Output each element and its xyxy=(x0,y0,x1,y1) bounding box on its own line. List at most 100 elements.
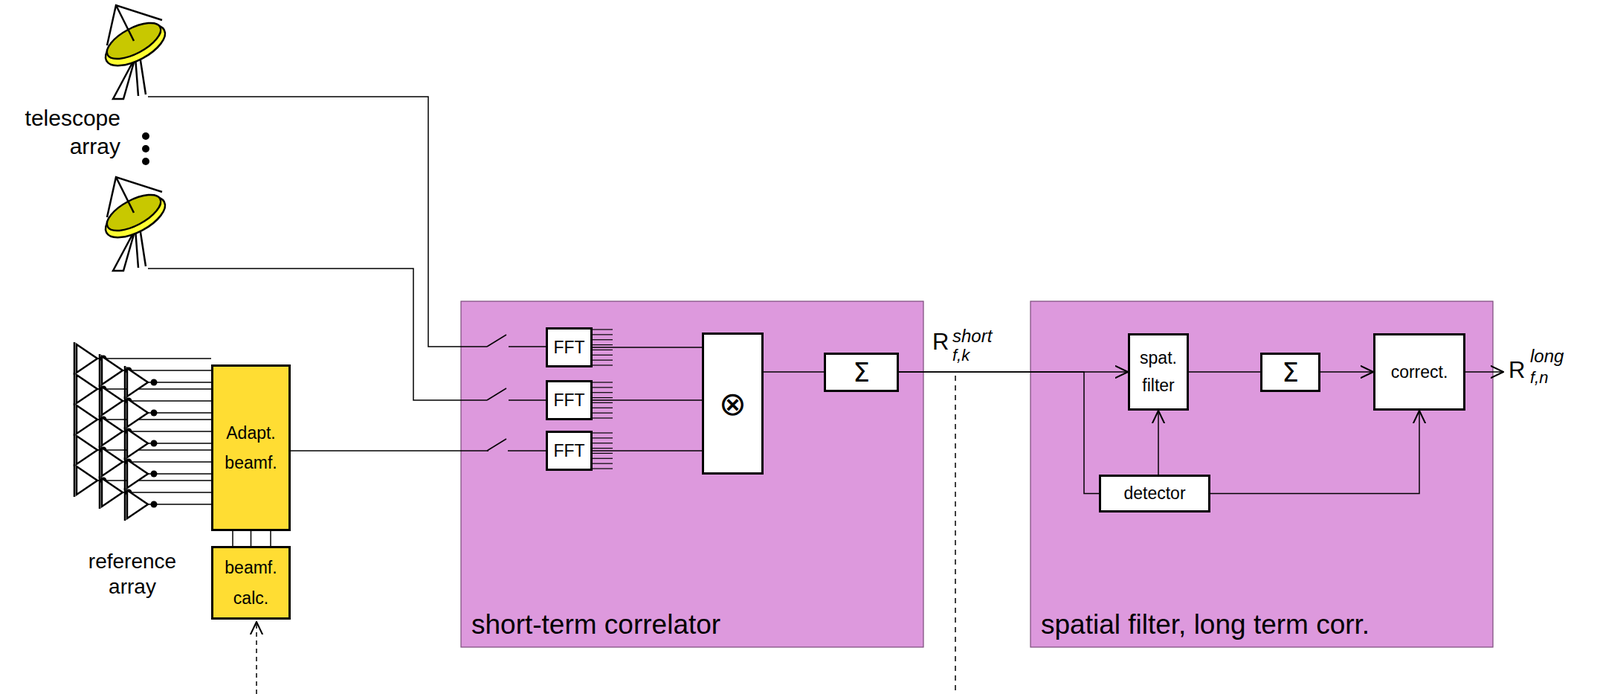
node-text: FFT xyxy=(553,390,585,411)
node-text: spatial filter, long term corr. xyxy=(1040,608,1370,641)
signal-line xyxy=(1210,410,1420,494)
antenna-wire xyxy=(97,449,212,450)
signal-name: R xyxy=(1508,356,1525,383)
antenna-element xyxy=(74,342,98,375)
fft-bin-line xyxy=(592,437,613,438)
fft-bin-line xyxy=(592,354,613,356)
switch-blade xyxy=(486,334,507,347)
fft-bin-line xyxy=(592,349,613,351)
signal-name: R xyxy=(932,328,949,355)
fft-bin-line xyxy=(592,467,613,469)
antenna-wire xyxy=(122,400,212,401)
fft-bin-line xyxy=(592,442,613,444)
array-label: reference array xyxy=(88,549,177,598)
fft-bin-line xyxy=(592,417,613,418)
fft-bin-line xyxy=(592,328,613,330)
antenna-element xyxy=(99,414,123,448)
label-holder: R xyxy=(1508,357,1525,383)
telescope-dish xyxy=(99,176,172,271)
signal-name: f,n xyxy=(1530,368,1548,387)
antenna-element xyxy=(124,457,148,490)
signal-line xyxy=(592,449,702,452)
telescope-wire xyxy=(147,96,487,347)
signal-name: f,k xyxy=(952,345,970,365)
ellipsis-dot xyxy=(142,144,150,153)
label-holder: long xyxy=(1530,346,1564,366)
antenna-node xyxy=(150,440,158,447)
antenna-node xyxy=(150,470,158,478)
signal-line xyxy=(592,346,702,348)
antenna-wire xyxy=(97,418,212,420)
fft-bin-line xyxy=(592,339,613,340)
fft-bin-line xyxy=(592,397,613,398)
signal-name: short xyxy=(952,325,992,346)
multiplier-box: ⊗ xyxy=(701,332,764,475)
antenna-node xyxy=(150,409,158,417)
signal-name: long xyxy=(1530,345,1564,366)
telescope-wire xyxy=(508,345,546,348)
switch-gap xyxy=(488,444,508,457)
node-text: FFT xyxy=(553,440,585,461)
fft-bin-line xyxy=(592,447,613,449)
telescope-wire xyxy=(147,268,487,400)
panel-fill xyxy=(1030,301,1493,647)
antenna-wire xyxy=(147,411,212,413)
beamformer-calc-box: beamf. calc. xyxy=(211,545,291,620)
sum-box: Σ xyxy=(823,352,899,392)
antenna-element xyxy=(99,475,123,509)
antenna-node xyxy=(150,501,158,508)
antenna-element xyxy=(124,426,148,460)
fft-block: FFT xyxy=(545,430,593,471)
node-text: spat. filter xyxy=(1139,344,1177,400)
ellipsis-dot xyxy=(142,132,150,140)
node-text: FFT xyxy=(553,337,585,358)
antenna-wire xyxy=(147,442,212,444)
signal-line xyxy=(898,371,1099,494)
fft-block: FFT xyxy=(545,327,593,368)
fft-bin-line xyxy=(592,402,613,403)
node-text: beamf. calc. xyxy=(224,552,277,613)
fft-bin-line xyxy=(592,344,613,345)
control-wire xyxy=(231,530,234,546)
antenna-element xyxy=(99,353,123,387)
antenna-wire xyxy=(147,503,212,505)
label-holder: short xyxy=(952,326,992,346)
signal-line xyxy=(250,530,253,546)
signal-line xyxy=(1157,410,1160,475)
control-input xyxy=(255,621,258,694)
feed-support xyxy=(107,5,163,46)
antenna-element xyxy=(124,365,148,399)
antenna-node xyxy=(150,379,158,386)
label-holder: f,n xyxy=(1530,368,1548,387)
node-text: correct. xyxy=(1391,362,1449,383)
antenna-wire xyxy=(122,491,212,493)
sum-box: Σ xyxy=(1260,352,1321,392)
antenna-element xyxy=(99,384,123,418)
antenna-wire xyxy=(122,369,212,371)
antenna-element xyxy=(74,372,98,406)
fft-bin-line xyxy=(592,457,613,459)
node-text: Σ xyxy=(1281,356,1299,388)
antenna-wire xyxy=(97,357,212,359)
node-text: detector xyxy=(1123,483,1186,504)
fft-bin-line xyxy=(592,364,613,366)
label-holder: f,k xyxy=(952,346,970,365)
antenna-element xyxy=(74,402,98,436)
node-text: Adapt. beamf. xyxy=(224,417,277,479)
fft-bin-line xyxy=(592,359,613,361)
telescope-dish xyxy=(99,5,172,99)
signal-line xyxy=(1320,371,1374,373)
label-holder: R xyxy=(932,329,949,355)
label-holder: telescope array xyxy=(4,104,121,161)
antenna-wire xyxy=(147,381,212,383)
fft-bin-line xyxy=(592,412,613,414)
reference-antennas xyxy=(74,342,212,521)
signal-line xyxy=(592,399,702,401)
switch-blade xyxy=(486,388,507,400)
spatial-filter-box: spat. filter xyxy=(1127,333,1189,411)
fft-bin-line xyxy=(592,452,613,454)
antenna-wire xyxy=(97,388,212,389)
antenna-element xyxy=(124,396,148,429)
telescope-wire xyxy=(508,399,546,401)
